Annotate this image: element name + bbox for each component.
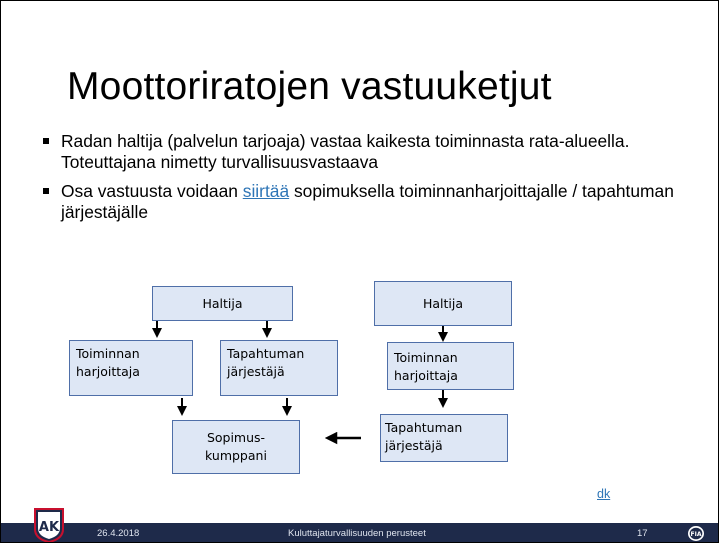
box-tapahtuman-jarjestaja: Tapahtuman järjestäjä	[220, 340, 338, 396]
bullet-item-2: Osa vastuusta voidaan siirtää sopimuksel…	[41, 181, 681, 223]
box-label-line1: Tapahtuman	[227, 346, 305, 361]
box-label-line2: kumppani	[205, 448, 267, 463]
footer-bar: 26.4.2018 Kuluttajaturvallisuuden perust…	[1, 523, 718, 542]
box-label-line1: Sopimus-	[206, 430, 266, 445]
dk-link[interactable]: dk	[597, 487, 611, 501]
bullet-text-2-start: Osa vastuusta voidaan	[61, 181, 243, 201]
box-label: Haltija	[422, 295, 464, 311]
box-label-line2: harjoittaja	[394, 368, 458, 383]
bullet-marker	[43, 138, 49, 144]
slide-title: Moottoriratojen vastuuketjut	[67, 65, 552, 108]
box-right-tapahtuman-jarjestaja: Tapahtuman järjestäjä	[380, 414, 508, 462]
siirtaa-link[interactable]: siirtää	[242, 181, 290, 201]
akk-logo-icon: AK	[34, 508, 64, 542]
box-label-line2: järjestäjä	[227, 364, 285, 379]
box-label: Haltija	[202, 295, 243, 311]
bullet-list: Radan haltija (palvelun tarjoaja) vastaa…	[41, 131, 681, 231]
box-sopimuskumppani: Sopimus- kumppani	[172, 420, 300, 474]
footer-page-number: 17	[637, 528, 648, 539]
box-label-line1: Toiminnan	[76, 346, 140, 361]
footer-title: Kuluttajaturvallisuuden perusteet	[288, 528, 426, 539]
bullet-marker	[43, 188, 49, 194]
bullet-item-1: Radan haltija (palvelun tarjoaja) vastaa…	[41, 131, 681, 173]
svg-text:FIA: FIA	[691, 531, 702, 538]
box-haltija-left: Haltija	[152, 286, 293, 321]
box-label-line1: Tapahtuman	[385, 420, 463, 435]
bullet-text-2-end: sopimuksella toiminnanharjoittajalle / t…	[61, 181, 674, 222]
bullet-text-1: Radan haltija (palvelun tarjoaja) vastaa…	[61, 131, 630, 172]
box-haltija-right: Haltija	[374, 281, 512, 326]
box-label-line2: harjoittaja	[76, 364, 140, 379]
box-label-line2: järjestäjä	[385, 438, 443, 453]
box-label-line1: Toiminnan	[394, 350, 458, 365]
fia-logo-icon: FIA	[688, 526, 704, 541]
box-toiminnan-harjoittaja: Toiminnan harjoittaja	[69, 340, 193, 396]
svg-text:AK: AK	[39, 520, 60, 535]
box-right-toiminnan-harjoittaja: Toiminnan harjoittaja	[387, 342, 514, 390]
footer-date: 26.4.2018	[97, 528, 140, 539]
